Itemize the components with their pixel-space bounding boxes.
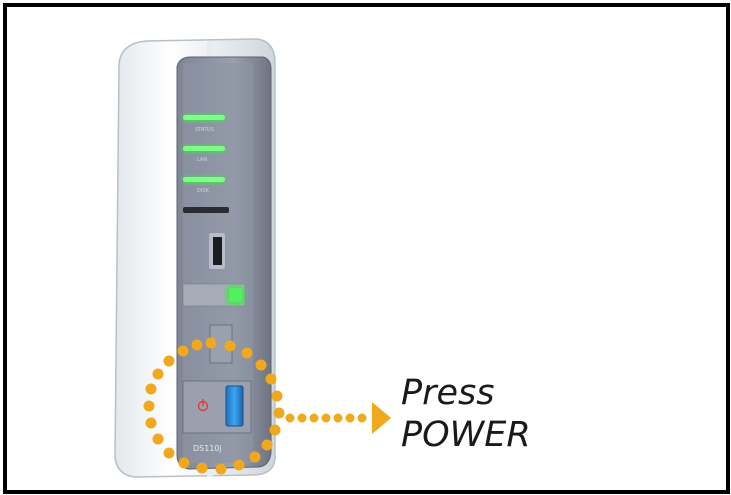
nas-device-illustration: STATUS LAN DISK <box>114 38 391 478</box>
instruction-line-2: POWER <box>401 415 531 455</box>
instruction-caption: Press POWER <box>401 372 531 456</box>
led-disk: DISK <box>183 177 225 194</box>
model-label: DS110j <box>193 444 222 453</box>
usb-port <box>209 233 225 269</box>
led-lan-label: LAN <box>197 157 207 163</box>
power-button[interactable] <box>225 385 244 427</box>
led-status: STATUS <box>183 115 225 133</box>
highlight-dotted-circle <box>143 337 285 475</box>
instruction-line-1: Press <box>401 373 495 413</box>
led-lan: LAN <box>183 146 225 163</box>
card-slot <box>183 207 229 213</box>
arrow-right-icon <box>285 402 391 434</box>
power-icon <box>197 399 209 412</box>
power-area: DS110j <box>182 380 252 453</box>
led-disk-label: DISK <box>197 188 209 194</box>
copy-button-area <box>182 283 246 307</box>
led-status-label: STATUS <box>195 127 214 133</box>
image-frame: STATUS LAN DISK <box>3 3 730 494</box>
